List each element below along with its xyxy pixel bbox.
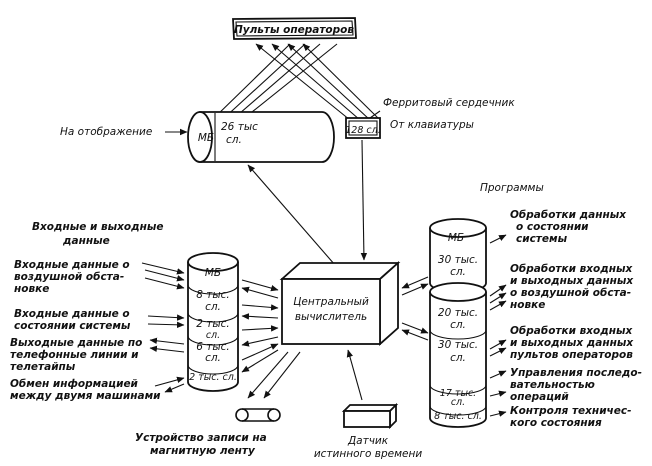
air-label-3: новке [14, 283, 49, 295]
timer-label-1: Датчик [347, 435, 389, 447]
left-memory-drum: МБ 8 тыс. сл. 2 тыс. сл. 6 тыс. сл. 2 ты… [187, 252, 239, 392]
right-drum-t5: 8 тыс. сл. [434, 411, 482, 422]
left-drum-seg2: 2 тыс. [196, 318, 230, 330]
ferrite-core-block: 128 сл. [345, 117, 381, 139]
state-label-1: Входные данные о [14, 308, 130, 320]
left-input-arrows [141, 262, 185, 393]
p2-l1: Обработки входных [510, 263, 633, 275]
right-drum-t4: 17 тыс. [440, 388, 476, 399]
right-drum-t3-unit: сл. [450, 352, 466, 364]
p2-l3: о воздушной обста- [510, 287, 631, 299]
left-labels: Входные и выходные данные Входные данные… [10, 221, 164, 402]
operator-consoles-block: Пульты операторов [232, 17, 357, 40]
p5-l1: Контроля техничес- [510, 405, 631, 417]
p5-l2: кого состояния [510, 417, 602, 429]
p3-l1: Обработки входных [510, 325, 633, 337]
timer-label-2: истинного времени [314, 448, 423, 460]
p1-l3: системы [516, 233, 568, 245]
left-drum-seg4: 2 тыс. сл. [189, 372, 237, 383]
left-drum-seg3-unit: сл. [205, 352, 221, 364]
p1-l1: Обработки данных [510, 209, 627, 221]
p4-l3: операций [510, 391, 569, 403]
phone-label-1: Выходные данные по [10, 337, 142, 349]
right-program-drum: МБ 30 тыс. сл. 20 тыс. сл. 30 тыс. сл. 1… [429, 218, 487, 428]
p3-l2: и выходных данных [510, 337, 634, 349]
programs-title: Программы [480, 182, 544, 194]
timer-block [341, 402, 399, 430]
right-drum-t3: 30 тыс. [438, 339, 478, 351]
tape-label-2: магнитную ленту [150, 445, 256, 457]
p3-l3: пультов операторов [510, 349, 633, 361]
keyboard-label: От клавиатуры [390, 119, 474, 131]
ferrite-capacity: 128 сл. [345, 125, 380, 136]
left-drum-seg1: 8 тыс. [196, 289, 230, 301]
io-title-2: данные [62, 235, 110, 247]
left-cpu-arrows [241, 279, 279, 373]
right-labels: Обработки данных о состоянии системы Обр… [510, 209, 642, 429]
display-drum: МБ 26 тыс сл. [187, 111, 335, 163]
p2-l4: новке [510, 299, 545, 311]
display-label: На отображение [60, 126, 152, 138]
display-mb-label: МБ [198, 132, 214, 144]
p2-l2: и выходных данных [510, 275, 634, 287]
air-label-1: Входные данные о [14, 259, 130, 271]
right-program-arrows [489, 234, 507, 417]
tape-label-1: Устройство записи на [135, 432, 267, 444]
exchange-label-2: между двумя машинами [10, 390, 161, 402]
p4-l2: вательностью [510, 379, 595, 391]
cpu-label-line2: вычислитель [295, 311, 367, 323]
cpu-label-line1: Центральный [293, 296, 369, 308]
phone-label-2: телефонные линии и [10, 349, 139, 361]
right-drum-t2: 20 тыс. [438, 307, 478, 319]
io-title-1: Входные и выходные [32, 221, 164, 233]
right-drum-t1-unit: сл. [450, 266, 466, 278]
display-capacity-unit: сл. [226, 134, 242, 146]
right-drum-mb: МБ [448, 232, 464, 244]
right-drum-t2-unit: сл. [450, 319, 466, 331]
air-label-2: воздушной обста- [14, 271, 124, 283]
left-drum-seg2-unit: сл. [206, 330, 220, 341]
tape-device [235, 408, 281, 422]
left-drum-seg1-unit: сл. [205, 301, 221, 313]
display-capacity: 26 тыс [221, 121, 258, 133]
ferrite-core-label: Ферритовый сердечник [383, 97, 515, 109]
p4-l1: Управления последо- [510, 367, 642, 379]
operator-consoles-label: Пульты операторов [234, 24, 354, 36]
left-drum-seg3: 6 тыс. [196, 341, 230, 353]
right-drum-t4-unit: сл. [451, 397, 465, 408]
central-computer: Центральный вычислитель [279, 260, 401, 347]
phone-label-3: телетайпы [10, 361, 76, 373]
right-drum-t1: 30 тыс. [438, 254, 478, 266]
exchange-label-1: Обмен информацией [10, 378, 139, 390]
left-drum-mb: МБ [205, 267, 221, 279]
state-label-2: состоянии системы [14, 320, 131, 332]
console-arrows [211, 43, 381, 121]
p1-l2: о состоянии [516, 221, 589, 233]
